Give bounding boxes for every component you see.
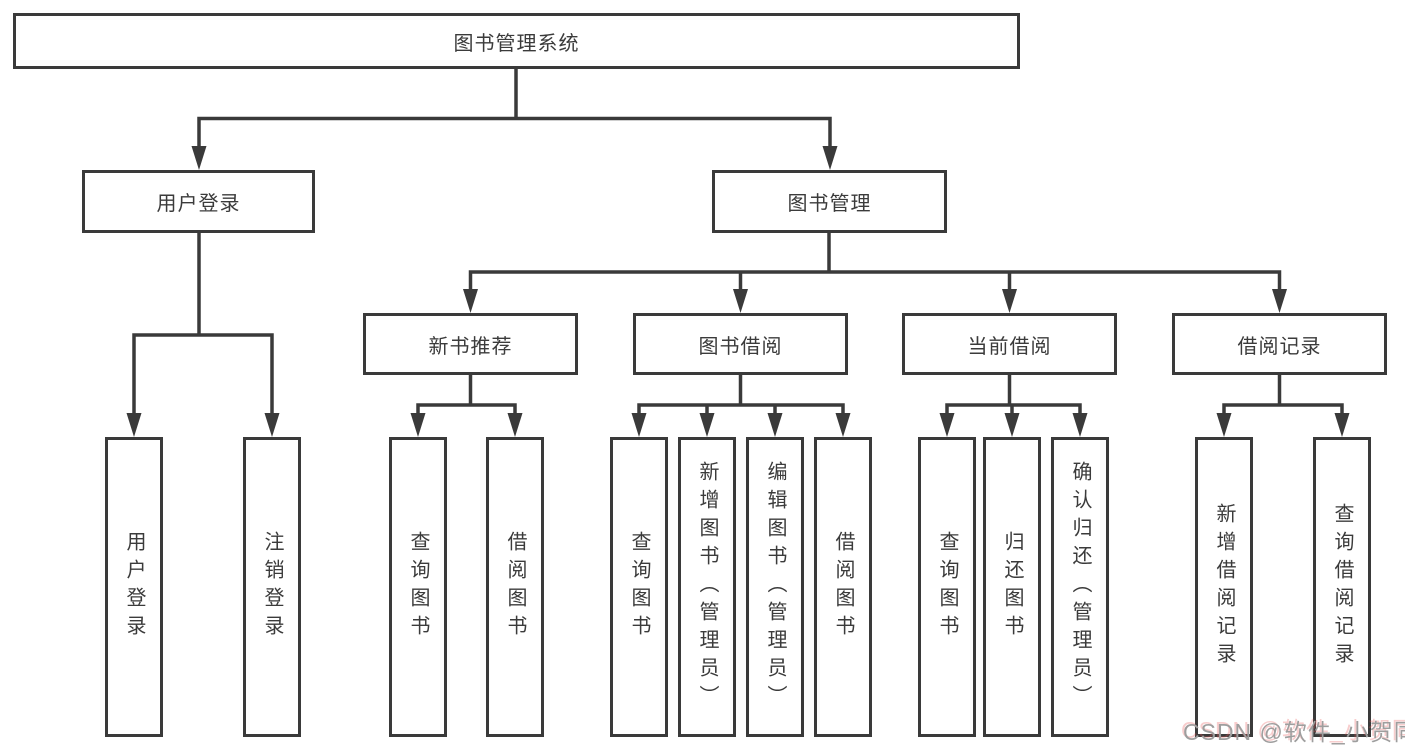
leaf-query-books: 查询图书 (389, 437, 447, 737)
leaf-borrow-books: 借阅图书 (486, 437, 544, 737)
leaf-label: 查询图书 (628, 531, 650, 643)
leaf-label: 查询图书 (407, 531, 429, 643)
leaf-user-login: 用户登录 (105, 437, 163, 737)
node-label: 借阅记录 (1237, 335, 1322, 358)
node-label: 图书管理系统 (453, 32, 580, 55)
node-book-borrowing: 图书借阅 (633, 313, 848, 375)
node-label: 当前借阅 (967, 335, 1052, 358)
node-label: 新书推荐 (428, 335, 513, 358)
leaf-label: 借阅图书 (504, 531, 526, 643)
leaf-query-books: 查询图书 (610, 437, 668, 737)
leaf-label: 确认归还（管理员） (1069, 461, 1091, 713)
node-user-login: 用户登录 (82, 170, 315, 233)
leaf-add-book-admin: 新增图书（管理员） (678, 437, 736, 737)
leaf-label: 注销登录 (261, 531, 283, 643)
leaf-label: 新增图书（管理员） (696, 461, 718, 713)
leaf-label: 查询图书 (936, 531, 958, 643)
leaf-label: 编辑图书（管理员） (764, 461, 786, 713)
leaf-confirm-return-admin: 确认归还（管理员） (1051, 437, 1109, 737)
leaf-query-borrow-record: 查询借阅记录 (1313, 437, 1371, 737)
node-book-management: 图书管理 (712, 170, 947, 233)
node-label: 图书管理 (787, 193, 872, 215)
leaf-label: 归还图书 (1001, 531, 1023, 643)
leaf-label: 查询借阅记录 (1331, 503, 1353, 671)
leaf-add-borrow-record: 新增借阅记录 (1195, 437, 1253, 737)
leaf-label: 借阅图书 (832, 531, 854, 643)
node-label: 图书借阅 (698, 335, 783, 358)
node-current-borrowing: 当前借阅 (902, 313, 1117, 375)
node-new-book-recommend: 新书推荐 (363, 313, 578, 375)
node-borrowing-records: 借阅记录 (1172, 313, 1387, 375)
leaf-query-books: 查询图书 (918, 437, 976, 737)
leaf-return-book: 归还图书 (983, 437, 1041, 737)
leaf-label: 用户登录 (123, 531, 145, 643)
leaf-logout: 注销登录 (243, 437, 301, 737)
leaf-edit-book-admin: 编辑图书（管理员） (746, 437, 804, 737)
leaf-label: 新增借阅记录 (1213, 503, 1235, 671)
leaf-borrow-books: 借阅图书 (814, 437, 872, 737)
node-label: 用户登录 (156, 193, 241, 215)
csdn-watermark: CSDN @软件_小贺同学 (1183, 719, 1405, 745)
node-library-management-system: 图书管理系统 (13, 13, 1020, 69)
